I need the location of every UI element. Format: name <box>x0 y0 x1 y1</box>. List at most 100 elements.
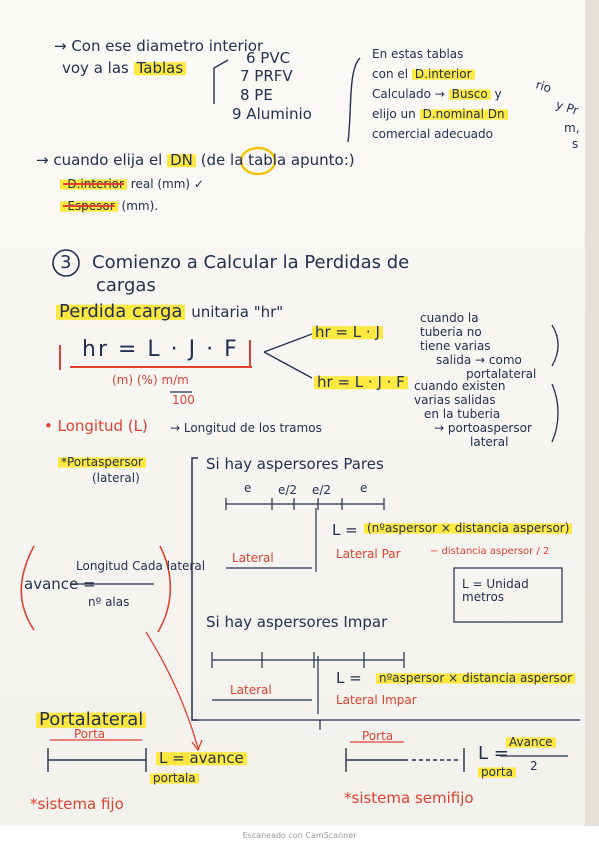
tables-note-line-1: En estas tablas <box>372 47 464 61</box>
tables-note-line-5: comercial adecuado <box>372 127 493 141</box>
subtitle-highlight: Perdida carga <box>56 301 186 322</box>
scanner-watermark-text: Escaneado con CamScanner <box>242 831 357 840</box>
pares-formula-tail: − distancia aspersor / 2 <box>430 546 550 557</box>
tables-note-dinterior-highlight: D.interior <box>411 67 475 81</box>
impar-formula-body-highlight: nºaspersor × distancia aspersor <box>376 671 576 685</box>
fijo-formula-highlight: L = avance <box>156 749 247 767</box>
semi-sub: porta <box>478 765 516 779</box>
pares-lateral-label: Lateral <box>232 551 274 565</box>
sistema-fijo-label: *sistema fijo <box>30 795 124 813</box>
dn-line: → cuando elija el DN (de la tabla apunto… <box>36 151 355 169</box>
case-2-formula-highlight: hr = L · J · F <box>314 373 408 391</box>
case-1-note-3: tiene varias <box>420 339 491 353</box>
tables-note-line-3-pre: Calculado → <box>372 87 445 101</box>
table-item-6: 6 PVC <box>246 49 291 67</box>
tables-note-line-2: con el D.interior <box>372 67 475 81</box>
pares-formula-label: Lateral Par <box>336 547 401 561</box>
tables-note-line-4-pre: elijo un <box>372 107 416 121</box>
semi-formula-num: Avance <box>506 735 556 749</box>
dn-item-2: -Espesor (mm). <box>60 199 159 213</box>
impar-title: Si hay aspersores Impar <box>206 613 388 631</box>
intro-line-1: → Con ese diametro interior <box>54 37 264 55</box>
portaspersor-label: *Portaspersor <box>58 455 146 469</box>
impar-formula-pre: L = <box>336 669 362 687</box>
case-2-note-4: → portoaspersor <box>434 421 532 435</box>
tables-note-dnominal-highlight: D.nominal Dn <box>419 107 508 121</box>
dn-item-2-strike: -Espesor <box>60 199 118 213</box>
portalateral-title: Portalateral <box>36 709 147 730</box>
semi-formula-num-highlight: Avance <box>506 735 556 749</box>
impar-formula-body: nºaspersor × distancia aspersor <box>376 671 576 685</box>
pares-mark-4: e <box>360 481 368 495</box>
pares-mark-1: e <box>244 481 252 495</box>
case-1-note-5: portalateral <box>466 367 537 381</box>
section-title-line-1: Comienzo a Calcular la Perdidas de <box>92 252 410 273</box>
case-2-note-3: en la tuberia <box>424 407 501 421</box>
fijo-formula: L = avance <box>156 749 247 767</box>
edge-text-3: m, <box>564 121 580 135</box>
section-number: 3 <box>60 252 72 273</box>
longitud-label: • Longitud (L) <box>44 417 148 435</box>
pares-mark-2: e/2 <box>278 483 298 497</box>
intro-line-2-pre: voy a las <box>62 59 129 77</box>
pares-mark-3: e/2 <box>312 483 332 497</box>
dn-line-pre: → cuando elija el <box>36 151 163 169</box>
portaspersor-highlight: *Portaspersor <box>58 455 146 469</box>
portaspersor-sub: (lateral) <box>92 471 140 485</box>
case-2-note-2: varias salidas <box>414 393 496 407</box>
sistema-semifijo-label: *sistema semifijo <box>344 789 474 807</box>
longitud-desc: → Longitud de los tramos <box>170 421 322 435</box>
dn-item-1-strike: -D.interior <box>60 177 127 191</box>
pares-formula-body: (nºaspersor × distancia aspersor) <box>364 521 573 535</box>
avance-label: avance = <box>24 575 96 593</box>
table-item-9: 9 Aluminio <box>232 105 312 123</box>
scanner-footer: Escaneado con CamScanner <box>0 826 599 848</box>
semi-porta-label: Porta <box>362 729 394 743</box>
dn-highlight: DN <box>167 151 196 169</box>
portalateral-title-highlight: Portalateral <box>36 709 147 730</box>
avance-denominator: nº alas <box>88 595 130 609</box>
dn-line-post: (de la tabla apunto:) <box>200 151 355 169</box>
main-formula: hr = L · J · F <box>82 337 239 362</box>
pares-formula-body-highlight: (nºaspersor × distancia aspersor) <box>364 521 573 535</box>
subtitle: Perdida carga unitaria "hr" <box>56 301 284 322</box>
dn-item-1-post: real (mm) ✓ <box>130 177 204 191</box>
formula-units: (m) (%) m/m <box>112 373 189 387</box>
tables-note-line-2-pre: con el <box>372 67 409 81</box>
case-1-note-2: tuberia no <box>420 325 482 339</box>
impar-lateral-label: Lateral <box>230 683 272 697</box>
case-1-formula-highlight: hr = L · J <box>312 323 383 341</box>
case-2-note-5: lateral <box>470 435 509 449</box>
dn-item-2-post: (mm). <box>121 199 159 213</box>
case-1-formula: hr = L · J <box>312 323 383 341</box>
avance-numerator: Longitud Cada lateral <box>76 559 206 573</box>
fijo-porta-label: Porta <box>74 727 106 741</box>
tables-note-busco-highlight: Busco <box>448 87 491 101</box>
tables-note-line-3-post: y <box>494 87 502 101</box>
fijo-sub-highlight: portala <box>150 771 199 785</box>
intro-line-2: voy a las Tablas <box>62 59 187 77</box>
dn-item-1: -D.interior real (mm) ✓ <box>60 177 204 191</box>
impar-formula-label: Lateral Impar <box>336 693 417 707</box>
table-item-7: 7 PRFV <box>240 67 293 85</box>
case-1-note-4: salida → como <box>436 353 522 367</box>
case-2-note-1: cuando existen <box>414 379 506 393</box>
semi-formula-pre: L = <box>478 743 509 764</box>
case-2-formula: hr = L · J · F <box>314 373 408 391</box>
case-1-note-1: cuando la <box>420 311 479 325</box>
edge-text-4: s <box>572 137 579 151</box>
unit-box-text: L = Unidad metros <box>462 577 529 605</box>
semi-sub-highlight: porta <box>478 765 516 779</box>
table-item-8: 8 PE <box>240 86 273 104</box>
intro-tables-highlight: Tablas <box>133 59 187 77</box>
pares-title: Si hay aspersores Pares <box>206 455 384 473</box>
tables-note-line-4: elijo un D.nominal Dn <box>372 107 508 121</box>
formula-units-denominator: 100 <box>172 393 195 407</box>
subtitle-post: unitaria "hr" <box>191 303 284 321</box>
section-title-line-2: cargas <box>96 275 156 296</box>
semi-formula-den: 2 <box>530 759 538 773</box>
pares-formula-pre: L = <box>332 521 358 539</box>
tables-note-line-3: Calculado → Busco y <box>372 87 502 101</box>
